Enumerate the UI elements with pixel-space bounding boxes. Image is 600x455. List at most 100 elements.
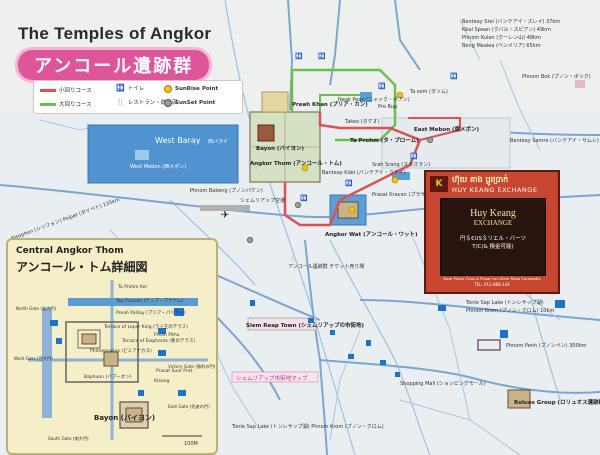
label-roluos-group: Roluos Group (ロリュオス遺跡群) xyxy=(514,398,600,406)
ad-phone: TEL: 012-888-144 xyxy=(474,282,510,287)
large-circuit-route xyxy=(290,68,397,142)
svg-text:🚻: 🚻 xyxy=(295,52,303,60)
ad-sign-line4: T/C(& 換金可能) xyxy=(472,244,514,250)
inset-label-4: Phimeanakas (ピミアナカス) xyxy=(90,348,152,354)
ad-sign-photo: Huy Keang EXCHANGE 円＄€US＄リエル・バーツ T/C(& 換… xyxy=(440,198,546,276)
town-map-label-band xyxy=(231,371,319,383)
legend-large-circuit-label: 大回りコース xyxy=(59,102,92,108)
inset-bayon-label: Bayon (バイヨン) xyxy=(94,414,155,422)
west-baray-lake xyxy=(87,124,239,184)
restaurant-icon: 🍴 xyxy=(116,98,125,106)
bayon-temple-marker xyxy=(257,124,275,142)
svg-text:✈: ✈ xyxy=(221,210,229,221)
inset-label-3: Terrace of Leper King (ライ王のテラス) xyxy=(103,324,188,330)
angkor-wat-area xyxy=(329,194,367,226)
phnom-penh-box xyxy=(477,339,501,351)
svg-text:🚻: 🚻 xyxy=(318,52,326,60)
road-north-2 xyxy=(329,0,341,86)
west-mebon-island xyxy=(135,150,149,160)
inset-label-10: Preah Pithu xyxy=(154,332,180,338)
title-japanese: アンコール遺跡群 xyxy=(18,50,210,80)
label-phnom-kulen: Phnom Kulen (クーレン山) 48km xyxy=(462,34,541,41)
legend-restaurant-label: レストラン・飲食店 xyxy=(127,100,178,106)
label-west-baray-jp: 西バライ xyxy=(208,139,228,145)
srah-srang-pool xyxy=(392,172,410,180)
ad-sign-line1: Huy Keang xyxy=(470,208,516,219)
inset-label-5: Terrace of Elephants (象のテラス) xyxy=(121,337,195,344)
road-south-to-lake xyxy=(304,239,328,455)
minor-roads xyxy=(39,19,561,455)
svg-text:🚻: 🚻 xyxy=(450,72,458,80)
svg-text:🚻: 🚻 xyxy=(410,152,418,160)
siem-reap-town-band xyxy=(247,317,317,331)
legend-box: 小回りコース 🚻 トイレ SunRise Point 大回りコース 🍴 レストラ… xyxy=(33,80,243,114)
legend-large-circuit-swatch xyxy=(40,102,56,106)
label-banteay-srey: Banteay Srei (バンテアイ・スレイ) 37km xyxy=(462,19,560,25)
inset-label-6: Baphuon (バプーオン) xyxy=(84,374,132,380)
svg-text:🍴: 🍴 xyxy=(290,254,297,262)
svg-text:🚻: 🚻 xyxy=(300,194,308,202)
label-angkor-wat: Angkor Wat (アンコール・ワット) xyxy=(325,231,418,238)
sunrise-markers xyxy=(301,91,404,214)
airport-marker: ✈ xyxy=(200,205,250,221)
east-baray xyxy=(381,117,511,169)
inset-map-svg: Bayon (バイヨン) Ta Prohm Kel Tep Pranam (テッ… xyxy=(14,280,216,447)
inset-label-1: Tep Pranam (テップ・プラナム) xyxy=(115,298,183,304)
label-bayon: Bayon (バイヨン) xyxy=(256,145,304,152)
inset-label-0: Ta Prohm Kel xyxy=(117,284,147,290)
label-ta-som: Ta som (タソム) xyxy=(409,88,448,95)
label-west-baray: West Baray xyxy=(155,136,201,145)
inset-gate-west: West Gate (西大門) xyxy=(14,355,53,362)
sunset-icon xyxy=(164,99,172,107)
legend-sunrise-label: SunRise Point xyxy=(175,86,219,92)
toilet-icon: 🚻 xyxy=(116,84,125,92)
title-english: The Temples of Angkor xyxy=(18,24,212,43)
inset-gate-east: East Gate (死者の門) xyxy=(168,404,210,410)
inset-central-angkor-thom: Central Angkor Thom アンコール・トム詳細図 Bayon (バ… xyxy=(6,238,218,455)
label-banteay-kdei: Banteay Kdei (バンテアイ・クデイ) xyxy=(322,169,406,176)
ad-khmer-name: ហ៊ុយ គាង ប្តូរប្រាក់ xyxy=(452,175,509,184)
exchange-advertisement: K ហ៊ុយ គាង ប្តូរប្រាក់ HUY KEANG EXCHANG… xyxy=(424,170,560,294)
label-airport: シェムリアップ空港 xyxy=(240,197,285,204)
label-ticket: アンコール遺跡群 チケット売り場 xyxy=(288,263,364,270)
place-labels: Banteay Srei (バンテアイ・スレイ) 37km Kbal Spean… xyxy=(10,19,600,430)
label-ta-prohm: Ta Prohm (タ・プローム) xyxy=(350,136,419,144)
label-kbal-spean: Kbal Spean (クバル・スピアン) 49km xyxy=(462,27,551,33)
label-prasat-kravan: Prasat Kravan (プラサット・クラバン) xyxy=(372,192,463,198)
sunrise-icon xyxy=(164,85,172,93)
inset-title-en: Central Angkor Thom xyxy=(16,246,124,256)
label-beng-mealea: Beng Mealea (ベンメリア) 65km xyxy=(462,43,541,49)
label-takeo: Takeo (タケオ) xyxy=(344,118,380,125)
small-circuit-route xyxy=(283,112,422,227)
legend-small-circuit-swatch xyxy=(40,88,56,92)
label-siem-reap-town: Siem Reap Town (シェムリアップの市街地) xyxy=(246,321,364,329)
inset-label-2: Preah Palilay (プリア・パリライ) xyxy=(116,310,186,316)
sunset-markers xyxy=(246,136,434,244)
road-national-6-siem-reap xyxy=(319,359,600,394)
label-pre-rup: Pre Rup xyxy=(378,104,397,110)
neak-pean-pool xyxy=(360,92,372,102)
preah-khan-site xyxy=(261,91,289,113)
legend-sunset-label: SunSet Point xyxy=(175,100,216,106)
inset-label-9: Kleang xyxy=(154,378,170,384)
facility-icons: 🚻 🚻 🚻 🚻 🚻 🚻 🚻 🍴 🍴 🍴 xyxy=(252,52,458,262)
ad-english-name: HUY KEANG EXCHANGE xyxy=(452,186,538,194)
road-north xyxy=(287,0,294,111)
inset-label-8: Prasat Suor Prat xyxy=(156,368,193,374)
legend-small-circuit-label: 小回りコース xyxy=(59,88,92,94)
ad-sign-line3: 円＄€US＄リエル・バーツ xyxy=(460,236,526,242)
ad-logo-icon: K xyxy=(430,176,448,192)
label-phnom-bakeng: Phnom Bakeng (プノンバケン) xyxy=(190,187,263,194)
inset-gate-south: South Gate (南大門) xyxy=(48,435,89,442)
inset-scale-label: 100M xyxy=(184,441,198,447)
label-west-mebon: West Mebon (西メボン) xyxy=(130,163,186,170)
svg-text:🍴: 🍴 xyxy=(252,162,259,170)
label-neak-pean: Neak Pean (ニャック・ポアン) xyxy=(338,96,410,103)
angkor-wat-temple xyxy=(337,201,359,219)
town-buildings xyxy=(250,300,400,377)
ad-sign-line2: EXCHANGE xyxy=(473,219,513,227)
inset-gate-victory: Victory Gate (勝利の門) xyxy=(168,363,216,370)
roluos-group-marker xyxy=(507,389,531,409)
river-east xyxy=(329,239,431,455)
